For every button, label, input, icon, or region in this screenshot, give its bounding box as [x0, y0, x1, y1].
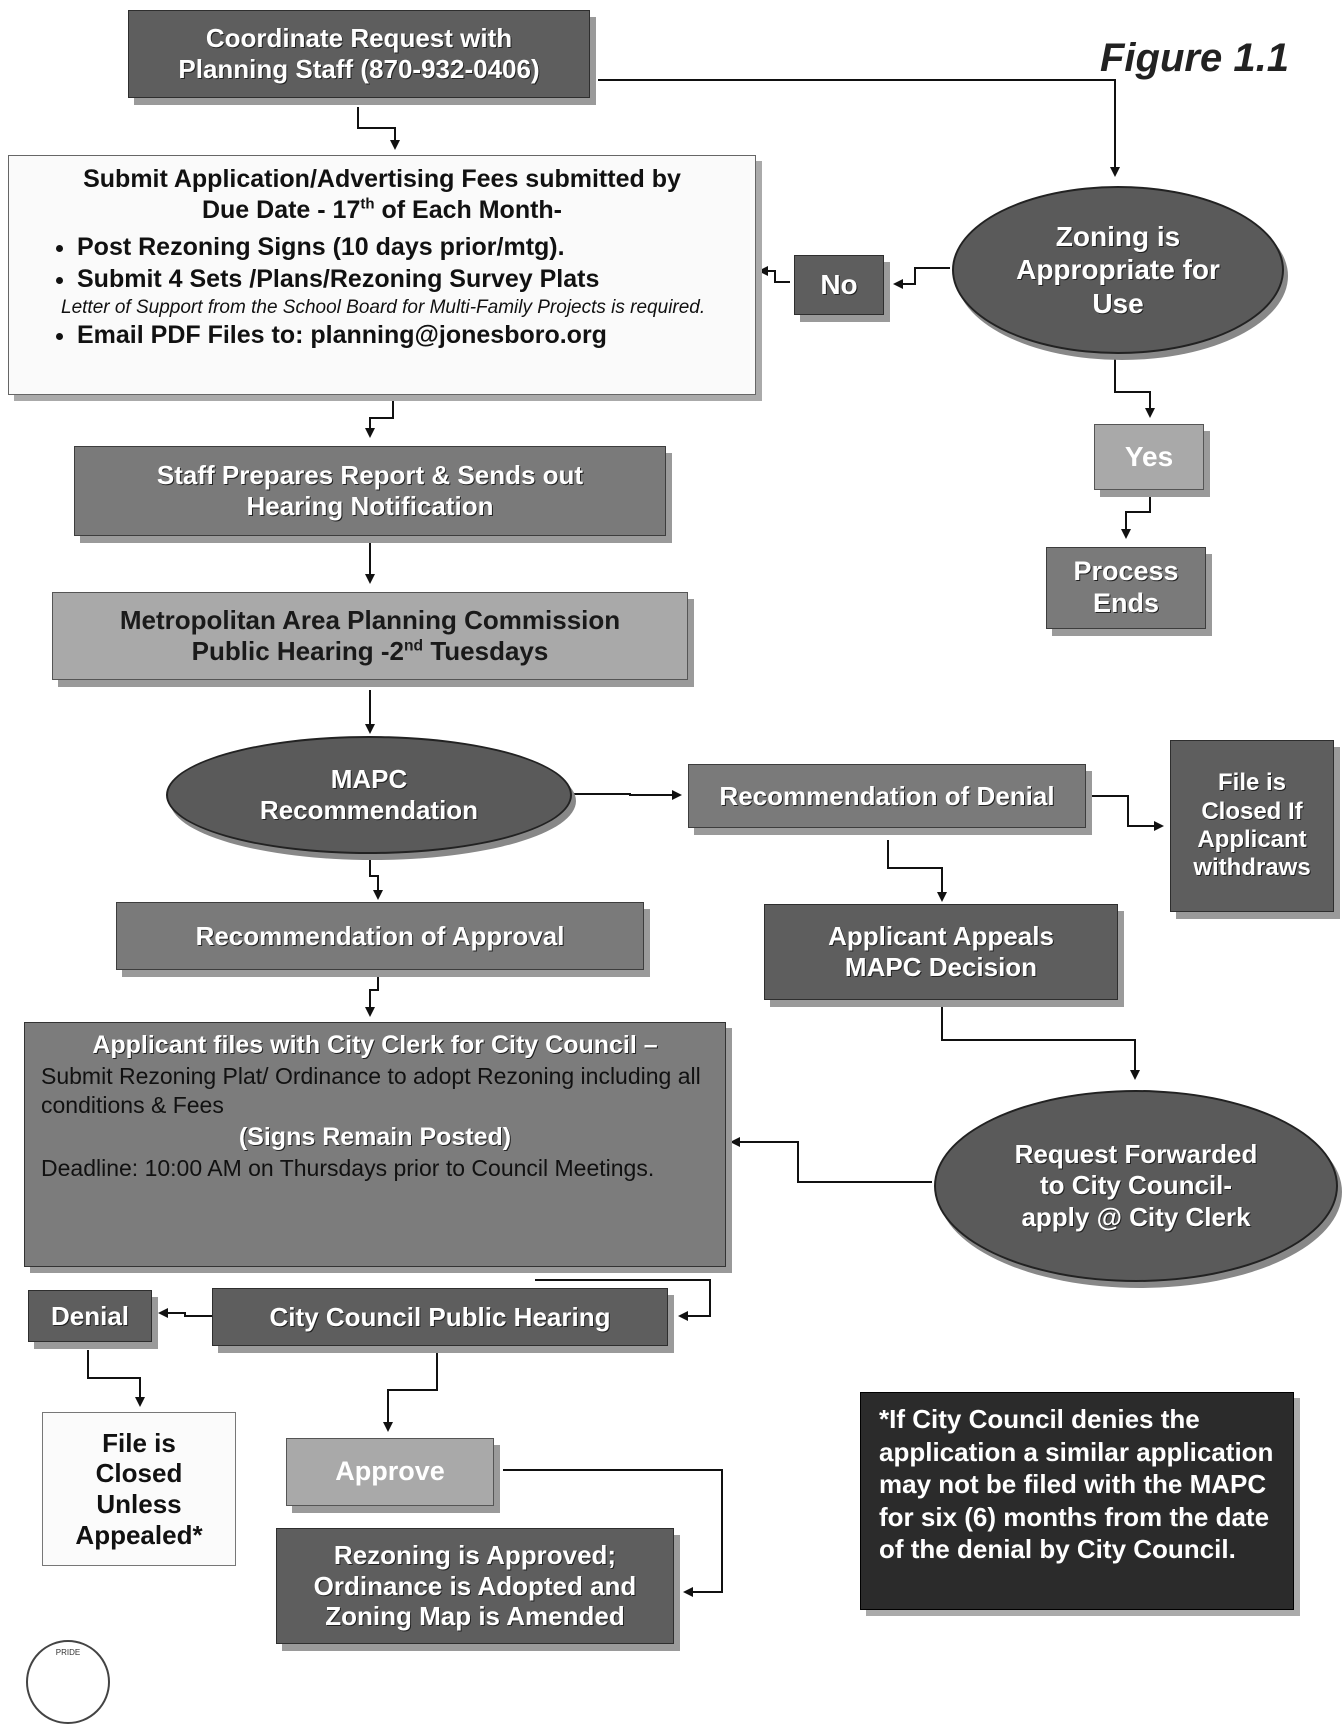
arrow-zoning-to-no: [893, 267, 950, 289]
footnote-box: *If City Council denies the application …: [860, 1392, 1294, 1610]
submit-line2: Due Date - 17th of Each Month-: [25, 195, 739, 226]
submit-bullet-signs: Post Rezoning Signs (10 days prior/mtg).: [77, 231, 739, 264]
submit-bullet-plats-text: Submit 4 Sets /Plans/Rezoning Survey Pla…: [77, 265, 600, 293]
submit-bullet-list: Post Rezoning Signs (10 days prior/mtg).…: [25, 231, 739, 352]
no-box: No: [794, 255, 884, 315]
file-closed-withdraws-text: File is Closed If Applicant withdraws: [1193, 769, 1311, 882]
submit-bullet-email: Email PDF Files to: planning@jonesboro.o…: [77, 319, 739, 352]
arrow-hearing-to-approve: [383, 1350, 438, 1432]
arrow-yes-to-process: [1121, 493, 1151, 539]
city-clerk-heading: Applicant files with City Clerk for City…: [92, 1031, 658, 1059]
applicant-appeals-text: Applicant Appeals MAPC Decision: [828, 921, 1054, 982]
connector-lines: [87, 79, 1164, 1597]
arrow-clerk-to-hearing: [535, 1279, 711, 1321]
mapc-recommendation-ellipse: MAPC Recommendation: [166, 736, 572, 854]
process-ends-text: Process Ends: [1073, 556, 1179, 618]
figure-label: Figure 1.1: [1100, 36, 1289, 80]
mapc-hearing-line2: Public Hearing -2nd Tuesdays: [192, 636, 549, 667]
arrow-request-to-clerk: [730, 1137, 932, 1183]
yes-box: Yes: [1094, 424, 1204, 490]
staff-prepares-text: Staff Prepares Report & Sends out Hearin…: [156, 460, 584, 521]
arrow-recommendation-to-approval: [369, 857, 383, 900]
recommendation-denial-box: Recommendation of Denial: [688, 764, 1086, 828]
submit-line2-sup: th: [360, 195, 375, 213]
arrow-denial-to-closed-unless: [87, 1350, 145, 1407]
zoning-appropriate-ellipse: Zoning is Appropriate for Use: [952, 186, 1284, 354]
arrow-submit-to-staff: [365, 395, 394, 438]
denial-text: Denial: [50, 1300, 130, 1331]
file-closed-withdraws-box: File is Closed If Applicant withdraws: [1170, 740, 1334, 912]
city-clerk-box: Applicant files with City Clerk for City…: [24, 1022, 726, 1267]
seal-text: PRIDE: [55, 1648, 81, 1657]
mapc-hearing-box: Metropolitan Area Planning Commission Pu…: [52, 592, 688, 680]
mapc-recommendation-text: MAPC Recommendation: [259, 763, 479, 825]
arrow-denial-to-file-closed: [1092, 795, 1164, 831]
council-hearing-text: City Council Public Hearing: [269, 1301, 611, 1332]
arrow-hearing-to-denial: [158, 1308, 212, 1318]
request-forwarded-ellipse: Request Forwarded to City Council- apply…: [934, 1090, 1338, 1282]
approve-box: Approve: [286, 1438, 494, 1506]
file-closed-unless-text: File is Closed Unless Appealed*: [75, 1427, 203, 1550]
mapc-hearing-line2-post: Tuesdays: [423, 636, 549, 666]
city-clerk-submit-text: Submit Rezoning Plat/ Ordinance to adopt…: [41, 1062, 701, 1119]
denial-box: Denial: [28, 1290, 152, 1342]
recommendation-approval-text: Recommendation of Approval: [195, 920, 565, 951]
process-ends-box: Process Ends: [1046, 547, 1206, 629]
zoning-appropriate-text: Zoning is Appropriate for Use: [1016, 220, 1220, 319]
arrow-zoning-to-yes: [1114, 358, 1155, 418]
request-forwarded-text: Request Forwarded to City Council- apply…: [1014, 1139, 1258, 1232]
file-closed-unless-box: File is Closed Unless Appealed*: [42, 1412, 236, 1566]
submit-school-board-note: Letter of Support from the School Board …: [61, 296, 706, 318]
submit-line2-post: of Each Month-: [374, 196, 563, 225]
yes-text: Yes: [1124, 441, 1174, 473]
no-text: No: [820, 269, 858, 301]
rezoning-approved-text: Rezoning is Approved; Ordinance is Adopt…: [313, 1539, 637, 1632]
city-seal-icon: PRIDE: [26, 1640, 110, 1724]
mapc-hearing-line2-sup: nd: [404, 637, 424, 655]
submit-line2-pre: Due Date - 17: [201, 196, 361, 225]
approve-text: Approve: [335, 1456, 445, 1487]
arrow-recommendation-to-denial: [572, 790, 682, 800]
arrow-approval-to-clerk: [365, 972, 379, 1017]
mapc-hearing-line2-pre: Public Hearing -2: [191, 636, 405, 666]
coordinate-request-text: Coordinate Request with Planning Staff (…: [178, 23, 540, 84]
submit-bullet-plats: Submit 4 Sets /Plans/Rezoning Survey Pla…: [61, 263, 739, 319]
arrow-coordinate-to-zoning: [598, 79, 1120, 177]
rezoning-approved-box: Rezoning is Approved; Ordinance is Adopt…: [276, 1528, 674, 1644]
city-clerk-signs-text: (Signs Remain Posted): [238, 1123, 512, 1152]
submit-application-box: Submit Application/Advertising Fees subm…: [8, 155, 756, 395]
recommendation-approval-box: Recommendation of Approval: [116, 902, 644, 970]
applicant-appeals-box: Applicant Appeals MAPC Decision: [764, 904, 1118, 1000]
arrow-coordinate-to-submit: [357, 107, 400, 150]
council-hearing-box: City Council Public Hearing: [212, 1288, 668, 1346]
city-clerk-deadline-text: Deadline: 10:00 AM on Thursdays prior to…: [41, 1154, 655, 1181]
coordinate-request-box: Coordinate Request with Planning Staff (…: [128, 10, 590, 98]
arrow-appeals-to-request: [941, 1005, 1140, 1080]
staff-prepares-box: Staff Prepares Report & Sends out Hearin…: [74, 446, 666, 536]
submit-line1: Submit Application/Advertising Fees subm…: [83, 165, 681, 193]
arrow-denial-to-appeals: [887, 840, 947, 902]
arrow-no-to-submit: [758, 266, 790, 283]
footnote-text: *If City Council denies the application …: [879, 1404, 1274, 1564]
arrow-approve-to-rezoning: [503, 1469, 723, 1597]
recommendation-denial-text: Recommendation of Denial: [719, 780, 1055, 811]
mapc-hearing-line1: Metropolitan Area Planning Commission: [119, 605, 621, 636]
